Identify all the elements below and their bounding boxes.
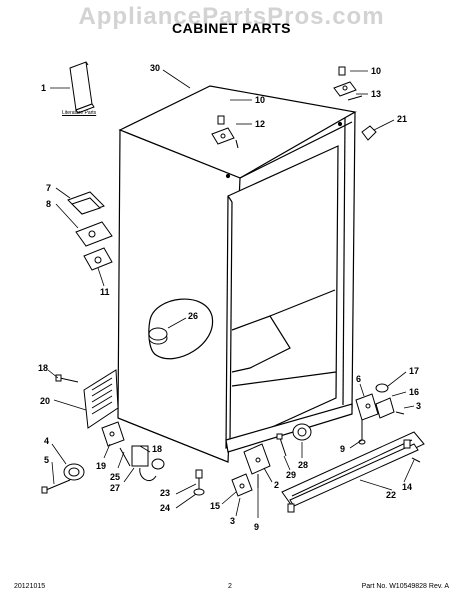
callout-10-left: 10	[255, 95, 266, 105]
callout-25: 25	[110, 472, 121, 482]
callout-29: 29	[286, 470, 297, 480]
callout-4: 4	[44, 436, 50, 446]
callout-18-bottom: 18	[152, 444, 163, 454]
control-parts	[67, 191, 113, 271]
literature-booklet	[69, 61, 95, 114]
screw-29	[276, 433, 287, 457]
callout-2: 2	[274, 480, 280, 490]
callout-19: 19	[96, 461, 107, 471]
callout-6: 6	[356, 374, 362, 384]
callout-23: 23	[160, 488, 171, 498]
plug	[148, 327, 168, 345]
footer-date: 20121015	[14, 583, 46, 590]
callout-24: 24	[160, 503, 171, 513]
screw-18	[55, 374, 79, 383]
hinge-cap	[361, 125, 377, 141]
callout-14: 14	[402, 482, 413, 492]
callout-9-bottom: 9	[254, 522, 260, 532]
callout-30: 30	[150, 63, 161, 73]
callout-5: 5	[44, 455, 50, 465]
top-hinge-right	[333, 66, 363, 101]
callout-18-left: 18	[38, 363, 49, 373]
callout-26: 26	[188, 311, 199, 321]
callout-13: 13	[371, 89, 382, 99]
callout-27: 27	[110, 483, 121, 493]
callout-11: 11	[100, 287, 110, 297]
callout-20: 20	[40, 396, 51, 406]
callout-10-top: 10	[371, 66, 382, 76]
cabinet-body	[117, 85, 357, 463]
callout-7: 7	[46, 183, 52, 193]
callout-28: 28	[298, 460, 309, 470]
callout-21: 21	[397, 114, 408, 124]
leader-lines	[47, 69, 415, 518]
callout-3-bottom: 3	[230, 516, 236, 526]
page-title: CABINET PARTS	[171, 20, 292, 36]
leg-screw	[193, 469, 205, 496]
footer-part-number: Part No. W10549828 Rev. A	[361, 583, 449, 590]
hinge-bracket-center	[243, 443, 271, 488]
callout-1: 1	[41, 83, 47, 93]
right-caster	[292, 423, 312, 441]
right-hinge-bracket	[355, 383, 405, 445]
bracket-15	[231, 473, 253, 497]
callout-12: 12	[255, 119, 266, 129]
toe-grille	[281, 431, 425, 513]
callout-15: 15	[210, 501, 221, 511]
left-caster	[41, 463, 85, 494]
literature-label: Literature Parts	[62, 110, 97, 116]
callout-8: 8	[46, 199, 52, 209]
callout-17: 17	[409, 366, 420, 376]
callout-22: 22	[386, 490, 397, 500]
callout-16: 16	[409, 387, 420, 397]
leveling-bracket	[101, 421, 165, 481]
footer-page-number: 2	[228, 583, 232, 590]
top-hinge-left	[211, 115, 239, 149]
side-vent-panel	[83, 369, 119, 429]
callout-3-right: 3	[416, 401, 422, 411]
watermark: AppliancePartsPros.com	[78, 3, 385, 30]
callout-9-right: 9	[340, 444, 346, 454]
